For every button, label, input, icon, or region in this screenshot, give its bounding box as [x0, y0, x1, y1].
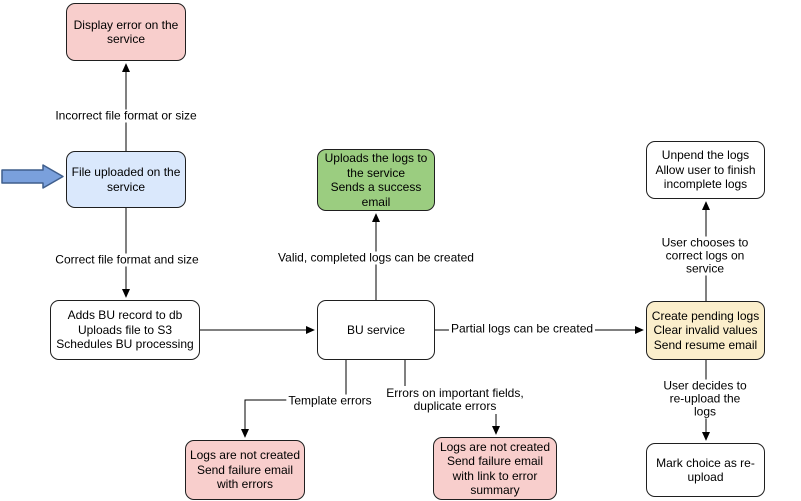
node-unpend-logs: Unpend the logs Allow user to finish inc… [646, 141, 765, 199]
node-mark-choice-reupload: Mark choice as re- upload [646, 443, 765, 497]
edge-label-incorrect-format: Incorrect file format or size [53, 108, 199, 123]
node-uploads-logs: Uploads the logs to the service Sends a … [317, 149, 435, 211]
edge-label-partial-logs: Partial logs can be created [448, 321, 596, 336]
node-create-pending-logs: Create pending logs Clear invalid values… [646, 301, 765, 360]
input-arrow-icon [1, 164, 64, 189]
edge-label-user-chooses: User chooses to correct logs on service [657, 236, 753, 276]
edge-label-template-errors: Template errors [286, 393, 374, 408]
node-logs-not-created-important: Logs are not created Send failure email … [433, 437, 557, 500]
node-display-error: Display error on the service [66, 3, 186, 61]
edge-label-valid-logs: Valid, completed logs can be created [276, 250, 476, 265]
node-bu-service: BU service [317, 300, 435, 360]
node-logs-not-created-template: Logs are not created Send failure email … [185, 440, 305, 500]
edge-label-user-decides: User decides to re-upload the logs [657, 379, 753, 419]
node-adds-bu-record: Adds BU record to db Uploads file to S3 … [50, 300, 200, 360]
edge-label-correct-format: Correct file format and size [53, 252, 201, 267]
node-file-uploaded: File uploaded on the service [66, 151, 186, 208]
edge-label-important-errors: Errors on important fields, duplicate er… [384, 386, 526, 413]
